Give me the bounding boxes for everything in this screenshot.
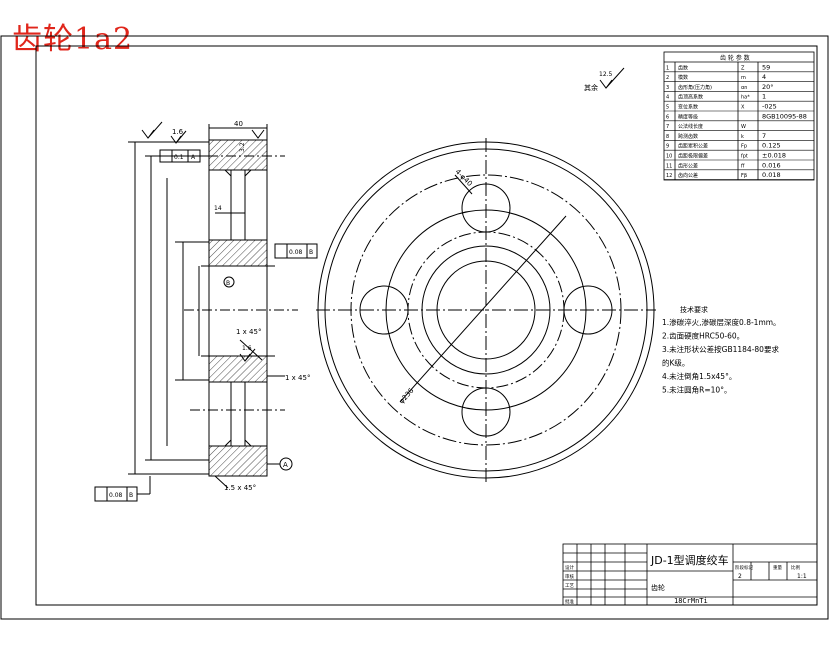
tech-req-heading: 技术要求 [680,305,708,314]
table-cell-val: 4 [762,73,766,81]
title-block-label-approve: 批准 [565,598,574,605]
table-cell-sym: W [741,124,746,130]
table-cell-val: 7 [762,132,766,140]
title-block-label-scale: 比例 [791,564,800,571]
table-cell-no: 5 [666,105,669,111]
title-block-part: 齿轮 [651,583,665,592]
table-cell-no: 2 [666,75,669,81]
table-cell-no: 8 [666,134,669,140]
table-cell-val: ±0.018 [762,152,786,160]
table-cell-name: 公法线长度 [678,123,703,130]
front-view [316,138,656,482]
table-cell-sym: αn [741,85,747,91]
tol-ref-label: A [191,154,196,161]
tech-req-line: 4.未注倒角1.5x45°。 [662,371,736,381]
hub-dim-label: 14 [214,205,222,212]
title-block-label-design: 设计 [565,564,574,571]
tech-req-line: 5.未注圆角R=10°。 [662,385,731,395]
table-cell-sym: m [741,75,746,81]
runout-val-label: 0.08 [289,249,303,256]
table-cell-no: 1 [666,65,669,71]
table-cell-sym: Z [741,65,745,71]
rest-label: 其余 [584,83,598,92]
table-cell-sym: ha* [741,95,750,101]
tech-req-lines: 1.渗碳淬火,渗碳层深度0.8-1mm。 2.齿面硬度HRC50-60。 3.未注形… [662,317,781,395]
table-cell-sym: Fβ [741,173,747,179]
table-cell-name: 齿距极限偏差 [678,153,708,160]
title-block-name: JD-1型调度绞车 [650,553,729,567]
table-cell-no: 9 [666,144,669,150]
table-cell-sym: Fp [741,144,747,150]
chamfer-bottom-label: 1.5 x 45° [224,484,256,492]
table-cell-name: 齿形公差 [678,162,698,169]
gear-table-header: 齿 轮 参 数 [720,54,750,62]
tech-req-line: 3.未注形状公差按GB1184-80要求 [662,344,779,354]
datum-b-label: B [226,280,230,287]
table-cell-no: 11 [666,163,672,169]
rest-roughness-label: 12.5 [599,71,613,78]
drawing-title: 齿轮1a2 [12,22,134,57]
table-cell-sym: k [741,134,744,140]
table-cell-val: 1 [762,93,766,101]
table-cell-name: 跨测齿数 [678,133,698,140]
title-block-label-stage: 阶段标记 [735,564,753,571]
table-cell-sym: X [741,105,745,111]
table-cell-no: 12 [666,173,672,179]
runout2-ref-label: B [129,492,133,499]
table-cell-no: 3 [666,85,669,91]
table-cell-name: 齿向公差 [678,172,698,179]
title-block [562,543,818,606]
roughness-inner-label: 1.6 [242,345,252,352]
runout2-val-label: 0.08 [109,492,123,499]
table-cell-name: 精度等级 [678,113,698,120]
table-cell-name: 齿数 [678,64,688,71]
table-cell-val: 8GB10095-88 [762,112,807,120]
title-block-material: 18CrMnTi [674,597,708,605]
datum-a-label: A [283,461,288,469]
table-cell-no: 4 [666,95,669,101]
section-view [94,121,318,502]
title-block-scale: 1:1 [797,573,807,580]
table-cell-val: 0.125 [762,142,781,150]
table-cell-val: 59 [762,63,770,71]
title-block-qty: 2 [738,573,742,580]
table-cell-sym: fpt [741,154,748,160]
tol-flat-label: 0.1 [174,154,184,161]
table-cell-no: 10 [666,154,672,160]
chamfer-inner-label: 1 x 45° [236,328,261,336]
table-cell-no: 7 [666,124,669,130]
tech-req-line: 2.齿面硬度HRC50-60。 [662,331,744,341]
table-cell-no: 6 [666,114,669,120]
table-cell-name: 齿形角(压力角) [678,84,712,91]
roughness-right-label: 3.2 [239,142,246,152]
dia-dim-label: φ236 [398,386,416,405]
title-block-label-check: 审核 [565,573,574,580]
table-cell-sym: ff [741,163,745,169]
gear-table-rows: 1 齿数 Z 59 2 模数 m 4 3 齿形角(压力角) αn 20° 4 齿顶高系数 ha* 1 5 变位系数… [664,63,814,180]
table-cell-val: 20° [762,83,774,91]
roughness-top-label: 1.6 [172,128,184,136]
chamfer-outer-label: 1 x 45° [285,374,310,382]
title-block-label-process: 工艺 [565,583,574,589]
width-dim-label: 40 [234,120,243,128]
runout-ref-label: B [309,249,313,256]
table-cell-val: 0.016 [762,161,781,169]
table-cell-name: 模数 [678,74,688,81]
title-block-label-weight: 重量 [773,564,782,571]
table-cell-name: 齿距累积公差 [678,143,708,150]
table-cell-name: 变位系数 [678,104,698,111]
table-cell-val: -025 [762,103,777,111]
table-cell-val: 0.018 [762,171,781,179]
table-cell-name: 齿顶高系数 [678,94,703,101]
tech-req-line: 的K级。 [662,358,689,368]
tech-req-line: 1.渗碳淬火,渗碳层深度0.8-1mm。 [662,317,781,327]
